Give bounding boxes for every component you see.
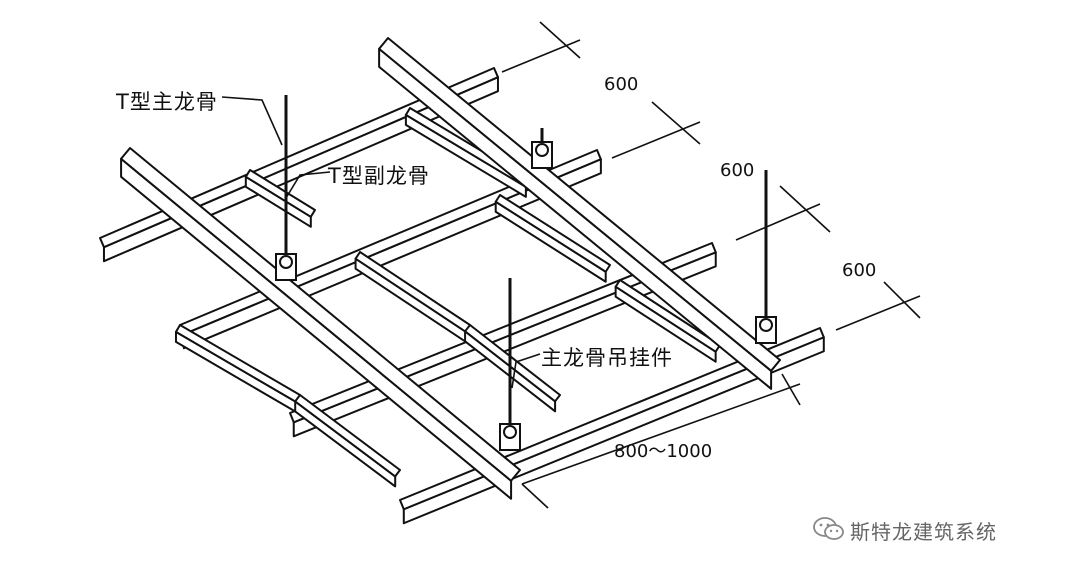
sub-keel-6 bbox=[294, 394, 401, 488]
dim-line-11 bbox=[781, 373, 801, 406]
main-keel-right bbox=[378, 37, 781, 390]
main-keel-left bbox=[120, 147, 521, 500]
sub-keel-1-flange bbox=[244, 169, 316, 218]
sub-keel-3-web bbox=[174, 330, 297, 413]
label-leaders bbox=[221, 96, 541, 389]
sub-keel-8-flange bbox=[614, 279, 721, 353]
label-main-keel: T型主龙骨 bbox=[116, 90, 218, 114]
sub-keel-5-flange bbox=[494, 194, 611, 273]
leader-main-keel bbox=[221, 96, 283, 146]
sub-keel-1 bbox=[244, 169, 316, 228]
hanger-clip-1 bbox=[275, 253, 297, 281]
sub-keel-5 bbox=[494, 194, 611, 283]
hanger-rods bbox=[284, 95, 768, 430]
keel-beams bbox=[99, 37, 825, 525]
leader-sub-keel bbox=[285, 171, 331, 199]
dim-line-2 bbox=[539, 21, 581, 59]
hanger-clip-bolt bbox=[503, 425, 517, 439]
dimension-600-middle: 600 bbox=[720, 160, 755, 181]
dimension-800-1000: 800～1000 bbox=[614, 441, 713, 462]
hanger-clip-2 bbox=[499, 423, 521, 451]
hanger-clip-bolt bbox=[535, 143, 549, 157]
dim-line-9 bbox=[521, 383, 801, 485]
main-keel-left-flange bbox=[120, 147, 521, 482]
dim-line-5 bbox=[735, 203, 821, 241]
label-hanger: 主龙骨吊挂件 bbox=[541, 346, 673, 370]
dim-line-10 bbox=[521, 483, 549, 509]
hanger-clips bbox=[275, 141, 777, 451]
dimension-lines bbox=[501, 21, 921, 509]
hanger-clip-3 bbox=[531, 141, 553, 169]
sub-keel-7-flange bbox=[464, 324, 561, 403]
dim-line-4 bbox=[651, 101, 701, 145]
dim-line-1 bbox=[501, 39, 581, 73]
sub-keel-6-flange bbox=[294, 394, 401, 478]
dimension-600-top: 600 bbox=[604, 74, 639, 95]
dim-line-7 bbox=[835, 295, 921, 331]
main-keel-right-flange bbox=[378, 37, 781, 372]
dimension-600-right: 600 bbox=[842, 260, 877, 281]
sub-keel-4 bbox=[354, 251, 471, 343]
wechat-icon bbox=[813, 517, 844, 540]
rail-1-flange bbox=[99, 67, 499, 249]
sub-keel-4-flange bbox=[354, 251, 471, 333]
dim-line-3 bbox=[611, 121, 701, 159]
hanger-clip-bolt bbox=[279, 255, 293, 269]
watermark-text: 斯特龙建筑系统 bbox=[850, 520, 997, 544]
sub-keel-8 bbox=[614, 279, 721, 363]
sub-keel-4-web bbox=[354, 257, 467, 343]
hanger-clip-4 bbox=[755, 316, 777, 344]
dim-line-6 bbox=[779, 185, 831, 233]
label-sub-keel: T型副龙骨 bbox=[328, 164, 430, 188]
hanger-clip-bolt bbox=[759, 318, 773, 332]
sub-keel-3-flange bbox=[174, 324, 301, 403]
dim-line-8 bbox=[883, 281, 921, 319]
leader-hanger bbox=[511, 353, 541, 389]
sub-keel-3 bbox=[174, 324, 301, 413]
